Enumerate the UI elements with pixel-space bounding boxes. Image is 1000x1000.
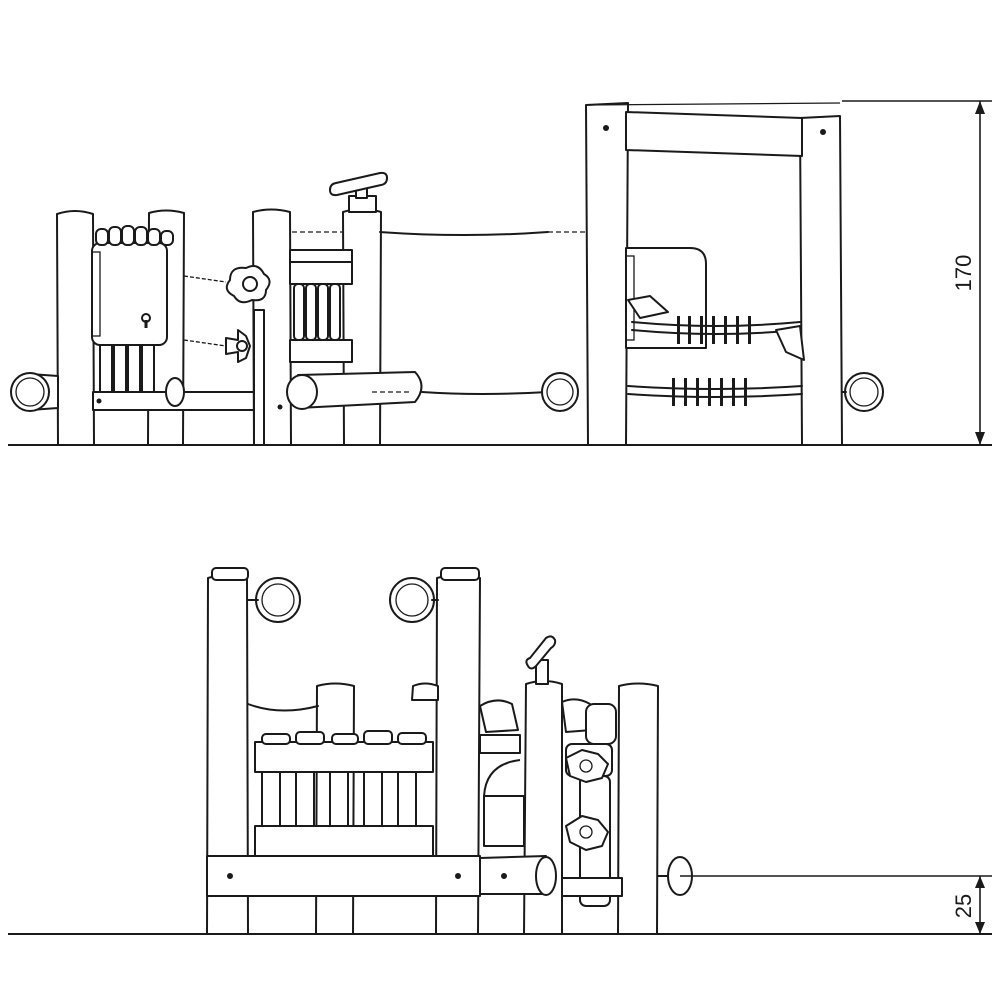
front-right-structure (479, 635, 693, 935)
front-cross-knob-upper (565, 749, 609, 783)
panel-board (91, 242, 168, 346)
ring-connector-mid (541, 372, 579, 412)
height-dimension-label: 170 (951, 255, 976, 292)
front-cross-knob-lower (565, 815, 609, 851)
bracket-right (775, 325, 805, 361)
panel-hinge (91, 251, 101, 337)
right-tower (585, 102, 884, 446)
ring-top-left (247, 577, 301, 623)
rear-post-c (617, 682, 659, 935)
end-log-right (841, 372, 884, 412)
post-mid-b (342, 208, 382, 446)
clearance-dimension-label: 25 (951, 894, 976, 918)
front-main-beam (206, 855, 481, 897)
tower-post-right (799, 115, 843, 446)
side-elevation-view: 170 (8, 100, 992, 446)
front-elevation-view: 25 (8, 567, 992, 935)
mid-frame-bottom (289, 339, 353, 363)
rosette-knob-icon (225, 265, 271, 304)
chain-lower-left (183, 339, 227, 347)
beam-mid-lower (297, 371, 423, 409)
box-top-knobs (261, 730, 427, 745)
rope-front (247, 703, 319, 712)
roller-box (254, 730, 434, 857)
mid-rollers (293, 283, 341, 341)
wheel-handle-icon (329, 171, 388, 213)
rope-connections (292, 231, 588, 412)
hanging-bridge-upper (631, 316, 801, 344)
hanging-bridge-lower (627, 378, 803, 406)
slats-lower (99, 344, 155, 394)
front-mid-post (523, 680, 563, 935)
rope-upper (379, 231, 549, 236)
box-top-rail (254, 741, 434, 773)
left-module (10, 209, 264, 446)
front-wheel-handle-icon (525, 635, 557, 685)
tower-top-beam (625, 111, 803, 157)
mid-frame-top (289, 261, 353, 285)
dimension-clearance: 25 (680, 875, 992, 934)
roller-set-top (95, 225, 174, 246)
chain-upper-left (183, 275, 227, 283)
rope-lower (421, 391, 549, 395)
dimension-height: 170 (842, 100, 992, 445)
post-left-a (56, 210, 95, 446)
middle-module (183, 171, 423, 446)
box-bottom-rail (254, 825, 434, 857)
tower-post-left (585, 102, 629, 446)
ring-top-right (389, 577, 439, 623)
rear-post-b (411, 682, 439, 701)
end-log-mid (286, 374, 318, 410)
cross-knob-icon (225, 329, 251, 363)
